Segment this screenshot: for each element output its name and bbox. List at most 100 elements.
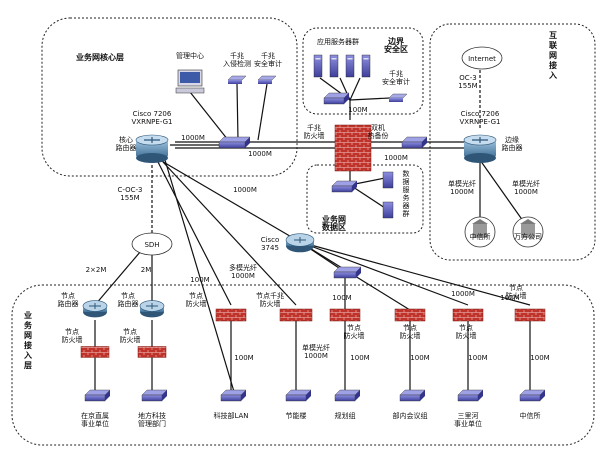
site-switch-1 bbox=[84, 389, 111, 402]
edge-switch bbox=[323, 92, 350, 105]
node-fw-label-5: 节点防火墙 bbox=[344, 324, 365, 340]
node-router-1 bbox=[82, 300, 108, 318]
access-zone bbox=[11, 284, 595, 446]
edge-100m-label: 100M bbox=[348, 106, 367, 114]
node-fw-label-2: 节点防火墙 bbox=[120, 328, 141, 344]
sdh-cloud bbox=[131, 232, 173, 256]
l100m-label-c: 100M bbox=[500, 294, 519, 302]
node1-label: 中信所 bbox=[470, 232, 491, 241]
access-switch-5 bbox=[333, 266, 362, 279]
site-label-5: 规划组 bbox=[335, 411, 356, 420]
l100m-label-h: 100M bbox=[530, 354, 549, 362]
core-zone-label: 业务网核心层 bbox=[76, 52, 124, 62]
l100m-label-a: 100M bbox=[332, 294, 351, 302]
node-fw-label-7: 节点防火墙 bbox=[456, 324, 477, 340]
l1000m-label-a: 1000M bbox=[451, 290, 475, 298]
l100m-label-e: 100M bbox=[350, 354, 369, 362]
gig-fw-label: 节点千兆防火墙 bbox=[256, 291, 284, 308]
access-firewall-7 bbox=[452, 308, 484, 322]
access-firewall-3 bbox=[215, 308, 247, 322]
core-router-name-label: 核心路由器 bbox=[116, 135, 137, 152]
site-switch-4 bbox=[285, 389, 312, 402]
firewall-label: 千兆防火墙 bbox=[304, 123, 325, 140]
zone-boxes bbox=[11, 17, 596, 446]
data-switch bbox=[331, 180, 358, 193]
node-router-label-2: 节点路由器 bbox=[118, 292, 139, 308]
ids-label: 千兆入侵检测 bbox=[223, 51, 251, 68]
site-switch-3 bbox=[220, 389, 247, 402]
node-router-2 bbox=[139, 300, 165, 318]
internet-cloud bbox=[461, 46, 503, 70]
audit-label: 千兆安全审计 bbox=[254, 51, 282, 68]
db-servers-label: 数据服务器群 bbox=[403, 169, 410, 218]
site-switch-8 bbox=[519, 389, 546, 402]
app-server-1 bbox=[313, 54, 323, 78]
site-switch-7 bbox=[457, 389, 484, 402]
edge-audit-probe bbox=[388, 93, 408, 102]
site-label-6: 部内会议组 bbox=[393, 411, 428, 420]
db-server-1 bbox=[382, 171, 394, 189]
edge-audit-label: 千兆安全审计 bbox=[382, 69, 410, 86]
node2-label: 万方公司 bbox=[514, 232, 542, 241]
app-server-4 bbox=[361, 54, 371, 78]
sdh-label: SDH bbox=[144, 241, 159, 249]
site-label-3: 科技部LAN bbox=[213, 411, 248, 420]
site-switch-5 bbox=[334, 389, 361, 402]
site-label-4: 节能楼 bbox=[286, 411, 307, 420]
db-server-2 bbox=[382, 201, 394, 219]
node-fw-label-3: 节点防火墙 bbox=[186, 292, 207, 308]
access-firewall-5 bbox=[329, 308, 361, 322]
node-router-label-1: 节点路由器 bbox=[58, 292, 79, 308]
app-server-2 bbox=[329, 54, 339, 78]
ids-probe bbox=[227, 75, 247, 84]
node-fw-label-1: 节点防火墙 bbox=[62, 328, 83, 344]
mgmt-center-pc bbox=[175, 69, 205, 94]
edge-router bbox=[463, 134, 497, 163]
dual-hot-label: 双机热备份 bbox=[368, 123, 389, 140]
site-label-1: 在京直属事业单位 bbox=[81, 411, 109, 428]
devices bbox=[80, 46, 546, 402]
access-firewall-8 bbox=[514, 308, 546, 322]
node-wanfang bbox=[512, 216, 544, 248]
internet-label: Internet bbox=[468, 55, 496, 63]
site-switch-2 bbox=[141, 389, 168, 402]
mgmt-center-label: 管理中心 bbox=[176, 51, 204, 60]
access-firewall-6 bbox=[394, 308, 426, 322]
wan-1000m-label: 1000M bbox=[233, 186, 257, 194]
node-firewall-1 bbox=[80, 346, 110, 358]
core-firewall bbox=[334, 124, 372, 172]
access-firewall-4 bbox=[279, 308, 313, 322]
audit-probe bbox=[257, 75, 277, 84]
app-servers-label: 应用服务器群 bbox=[317, 37, 359, 46]
internet-zone-label: 互联网接入 bbox=[548, 31, 557, 80]
edge-router-name-label: 边缘路由器 bbox=[502, 135, 523, 152]
l100m-label-f: 100M bbox=[410, 354, 429, 362]
link-2m-label: 2M bbox=[141, 266, 152, 274]
l100m-label-d: 100M bbox=[234, 354, 253, 362]
link-2x2m-label: 2×2M bbox=[86, 266, 107, 274]
node-fw-label-8: 节点防火墙 bbox=[506, 284, 527, 300]
edge-security-zone bbox=[302, 27, 424, 115]
access-zone-label: 业务网接入层 bbox=[23, 310, 33, 370]
app-server-3 bbox=[345, 54, 355, 78]
edge-zone-label: 边界安全区 bbox=[384, 36, 408, 54]
node-firewall-2 bbox=[137, 346, 167, 358]
core-link-label-b: 1000M bbox=[248, 150, 272, 158]
core-router bbox=[135, 134, 169, 163]
site-switch-6 bbox=[399, 389, 426, 402]
site-label-2: 地方科技管理部门 bbox=[138, 411, 166, 428]
site-label-7: 三里河事业单位 bbox=[454, 412, 482, 428]
l100m-label-b: 100M bbox=[190, 276, 209, 284]
edge-1000m-label: 1000M bbox=[384, 154, 408, 162]
node-fw-label-6: 节点防火墙 bbox=[400, 324, 421, 340]
site-label-8: 中信所 bbox=[520, 411, 541, 420]
